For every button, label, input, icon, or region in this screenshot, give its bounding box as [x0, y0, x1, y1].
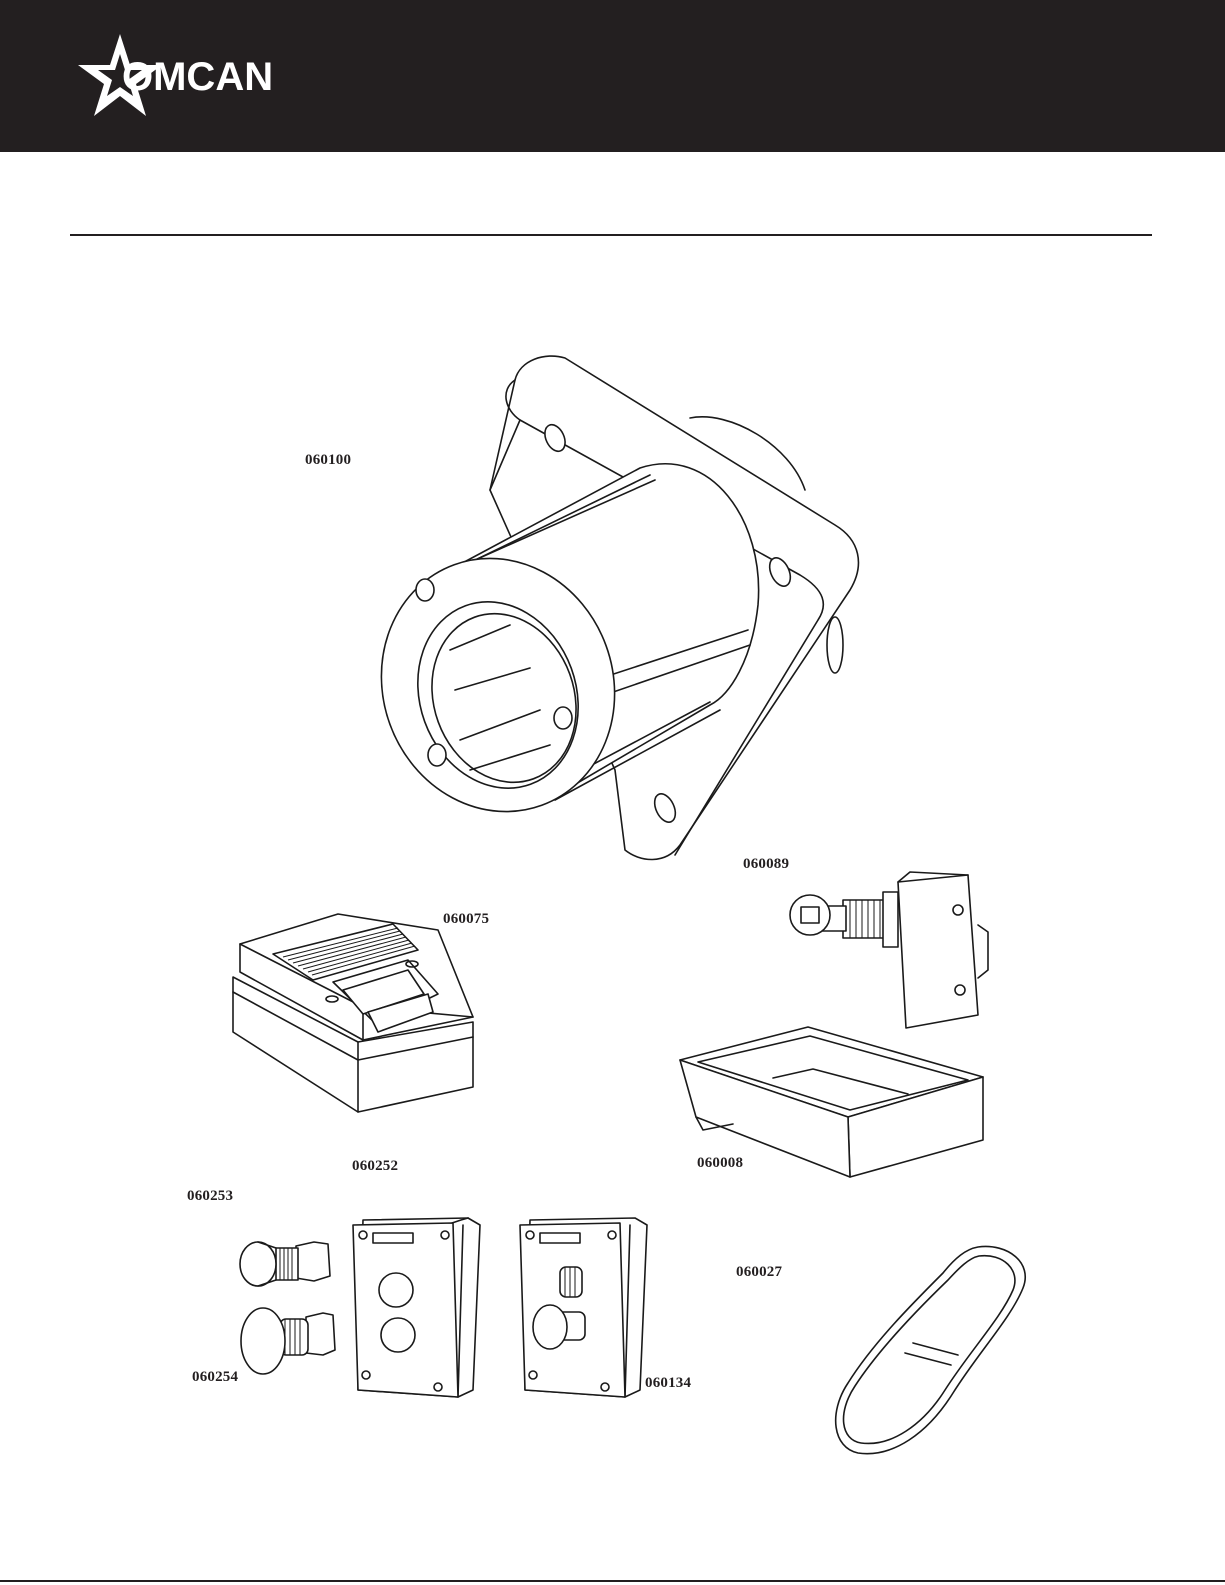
- button-station-box-empty-icon: [348, 1215, 483, 1400]
- mushroom-stop-button-icon: [238, 1305, 338, 1377]
- part-number-060253: 060253: [187, 1188, 233, 1205]
- logo-wordmark: OMCAN: [122, 55, 273, 99]
- omcan-logo: OMCAN: [70, 32, 320, 124]
- page-header: OMCAN: [0, 0, 1225, 152]
- push-button-switch-box-icon: [228, 912, 478, 1117]
- bearing-housing-flange-icon: [380, 350, 870, 870]
- push-button-icon: [236, 1236, 336, 1294]
- part-number-060027: 060027: [736, 1264, 782, 1281]
- header-divider: [70, 234, 1152, 236]
- part-number-060252: 060252: [352, 1158, 398, 1175]
- footer-divider: [0, 1580, 1225, 1582]
- v-belt-icon: [833, 1243, 1033, 1458]
- tray-icon: [678, 1022, 993, 1182]
- roller-limit-switch-icon: [788, 870, 988, 1035]
- part-number-060254: 060254: [192, 1369, 238, 1386]
- button-station-box-assembled-icon: [515, 1215, 655, 1400]
- part-number-060100: 060100: [305, 452, 351, 469]
